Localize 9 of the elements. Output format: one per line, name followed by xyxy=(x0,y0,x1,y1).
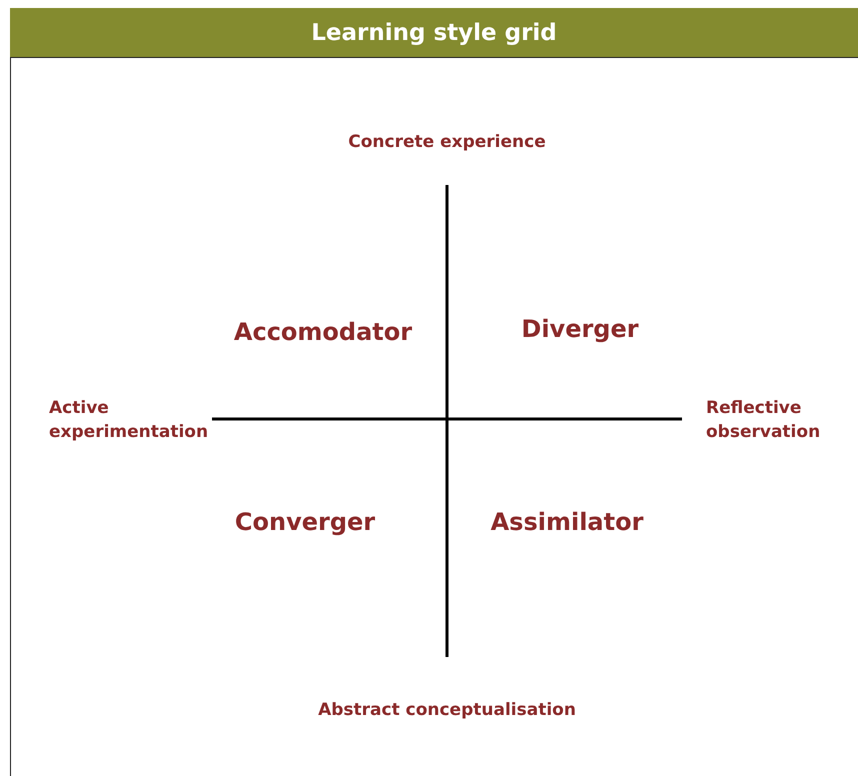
title: Learning style grid xyxy=(311,20,557,46)
quadrant-label: Assimilator xyxy=(490,507,644,538)
quadrant-label: Diverger xyxy=(521,314,639,346)
axis-label: Reflective observation xyxy=(706,397,822,444)
axis-label: Active experimentation xyxy=(49,397,210,444)
quadrant-label: Accomodator xyxy=(234,317,412,348)
quadrant-label: Converger xyxy=(234,507,376,538)
axis-label: Abstract conceptualisation xyxy=(318,699,576,722)
axis-label: Concrete experience xyxy=(348,131,546,154)
